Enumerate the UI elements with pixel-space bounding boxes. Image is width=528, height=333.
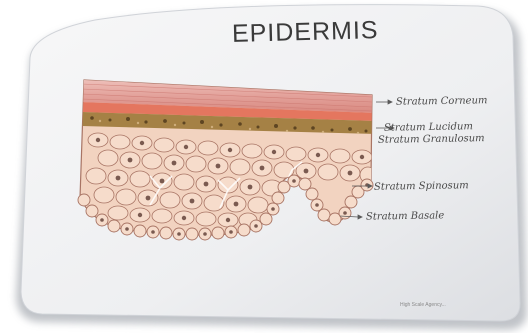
epidermis-illustration xyxy=(78,78,376,240)
image-credit: High Scale Agency... xyxy=(400,302,446,308)
label-stratum-corneum: Stratum Corneum xyxy=(396,95,488,108)
label-stratum-lucidum: Stratum Lucidum xyxy=(384,121,473,134)
label-stratum-basale: Stratum Basale xyxy=(366,210,444,222)
slide-title: EPIDERMIS xyxy=(232,16,379,49)
label-stratum-spinosum: Stratum Spinosum xyxy=(374,180,469,193)
label-stratum-granulosum: Stratum Granulosum xyxy=(378,133,485,146)
